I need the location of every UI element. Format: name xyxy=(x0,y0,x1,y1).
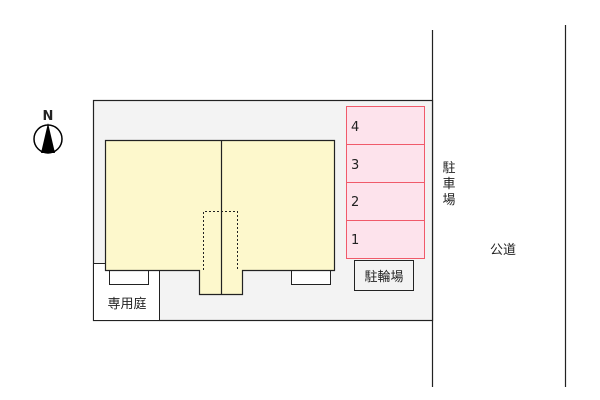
compass-label: N xyxy=(43,109,54,124)
parking-label-char: 駐 xyxy=(442,161,455,176)
parking-space xyxy=(346,106,425,145)
parking-number: 3 xyxy=(351,158,359,173)
bike-parking xyxy=(354,260,414,291)
parking-space xyxy=(346,220,425,259)
parking-space xyxy=(346,182,425,221)
parking-space xyxy=(346,144,425,183)
parking-area: 4 3 2 1 xyxy=(346,106,425,259)
road-label: 公道 xyxy=(490,243,516,258)
parking-label-char: 場 xyxy=(442,193,455,208)
parking-number: 4 xyxy=(351,120,359,135)
building xyxy=(104,139,336,296)
parking-number: 2 xyxy=(351,195,359,210)
bike-parking-label: 駐輪場 xyxy=(364,269,403,285)
north-arrow-icon: N xyxy=(33,109,63,154)
parking-label-char: 車 xyxy=(442,177,455,192)
stairs-outline xyxy=(203,211,238,270)
private-garden-label: 専用庭 xyxy=(107,296,146,312)
parking-number: 1 xyxy=(351,233,359,248)
